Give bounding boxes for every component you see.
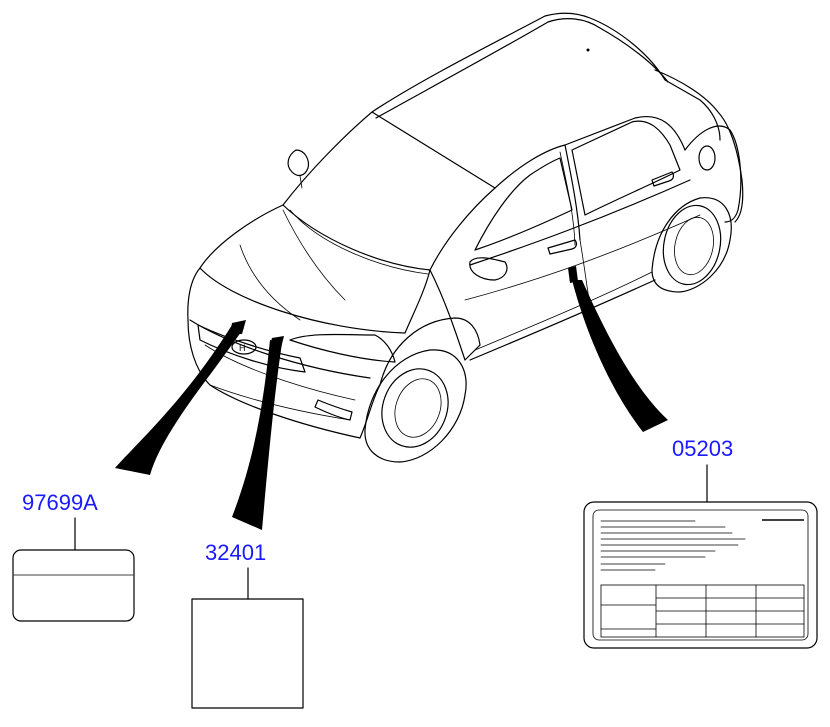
part-number-32401[interactable]: 32401 <box>205 540 266 565</box>
part-32401: 32401 <box>191 540 304 709</box>
leader-lines <box>115 266 668 530</box>
part-number-05203[interactable]: 05203 <box>672 436 733 461</box>
marker-32401 <box>269 336 284 349</box>
label-05203-table <box>600 584 805 638</box>
leader-97699a <box>115 325 244 475</box>
part-97699a: 97699A <box>12 490 135 622</box>
label-32401-shape <box>191 598 304 709</box>
part-number-97699a[interactable]: 97699A <box>22 490 98 515</box>
label-05203-shape <box>583 501 818 649</box>
svg-text:H: H <box>239 343 246 353</box>
hyundai-logo-icon <box>231 339 257 355</box>
marker-05203 <box>568 266 578 283</box>
part-05203: 05203 <box>583 436 818 649</box>
marker-97699a <box>230 320 246 334</box>
label-97699a-shape <box>12 549 135 622</box>
label-05203-text-lines <box>600 519 804 571</box>
leader-05203 <box>572 280 668 432</box>
leader-32401 <box>232 340 282 530</box>
